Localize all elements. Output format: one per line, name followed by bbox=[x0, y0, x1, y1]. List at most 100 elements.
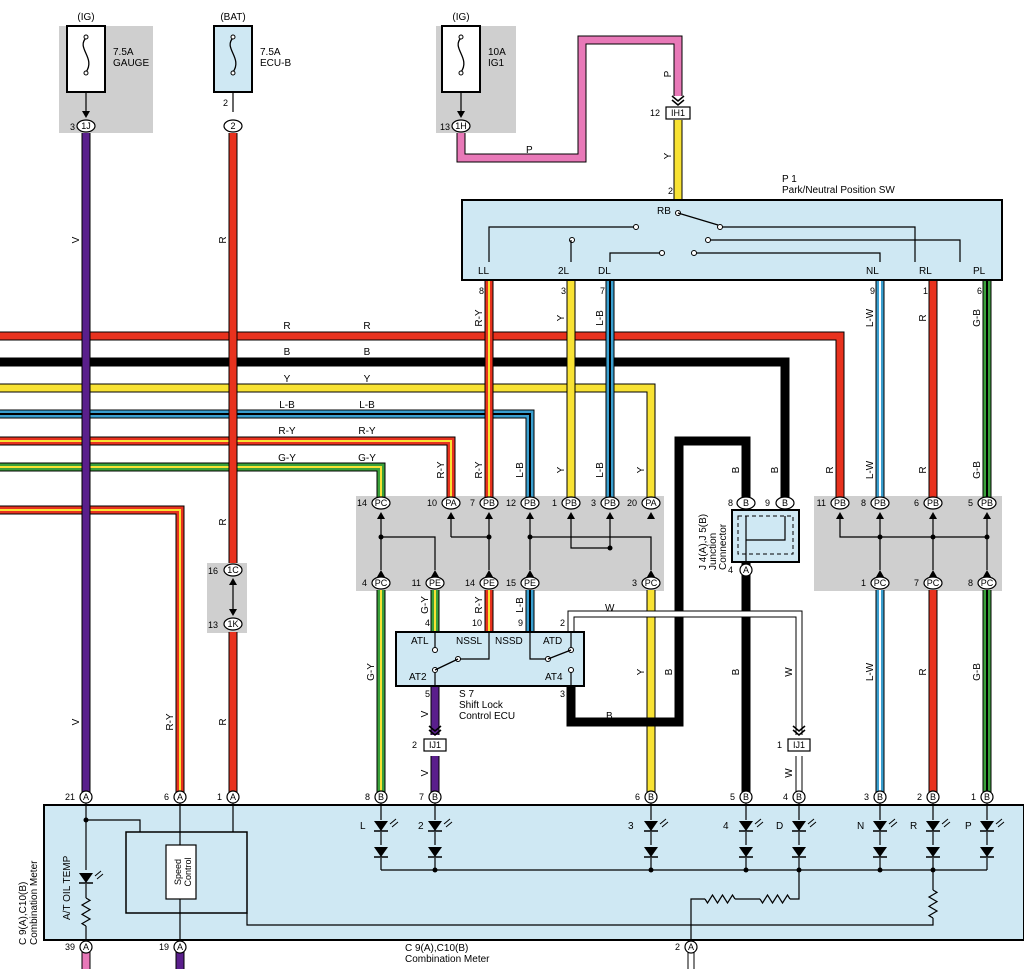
pin-number: 20 bbox=[627, 498, 637, 508]
pin-number: 7 bbox=[914, 578, 919, 588]
pin-number: 15 bbox=[506, 578, 516, 588]
pin-number: 3 bbox=[864, 792, 869, 802]
wire-core bbox=[568, 611, 802, 735]
wire-code: L-W bbox=[865, 308, 876, 327]
arrow-up-icon bbox=[377, 570, 385, 577]
diode-icon bbox=[739, 847, 753, 857]
circuit-line bbox=[690, 898, 705, 925]
switch-blade bbox=[677, 212, 719, 226]
wire-code: R bbox=[918, 466, 929, 473]
wire-code: L-B bbox=[515, 462, 526, 478]
indicator-label: 3 bbox=[628, 821, 634, 832]
pin-number: 9 bbox=[518, 618, 523, 628]
indicator-label: 2 bbox=[418, 821, 424, 832]
connector-label: PB bbox=[565, 498, 577, 508]
junction-dot bbox=[486, 534, 492, 540]
wire-code: B bbox=[364, 347, 371, 358]
wire-code: G-Y bbox=[278, 453, 296, 464]
wire-core bbox=[0, 358, 789, 503]
connector-label: B bbox=[743, 498, 749, 508]
pin-number: 1 bbox=[861, 578, 866, 588]
indicator-label: P bbox=[965, 821, 972, 832]
meter-pin-letter: B bbox=[743, 792, 749, 802]
wire-b-at4 bbox=[566, 436, 751, 727]
meter-pin-letter: A bbox=[83, 792, 89, 802]
wire-core bbox=[567, 437, 750, 726]
junction-pin bbox=[736, 496, 756, 510]
pin-number: 13 bbox=[208, 620, 218, 630]
wire-code: Y bbox=[364, 374, 371, 385]
junction-pin bbox=[923, 496, 943, 510]
pin-number: 19 bbox=[159, 942, 169, 952]
connector-label: PB bbox=[927, 498, 939, 508]
meter-pin bbox=[79, 940, 93, 954]
terminal-label: RL bbox=[919, 266, 932, 277]
pin-number: 5 bbox=[968, 498, 973, 508]
light-ray bbox=[659, 818, 667, 825]
wire-stripe bbox=[0, 440, 452, 503]
arrow-up-icon bbox=[485, 512, 493, 519]
pin-number: 9 bbox=[870, 286, 875, 296]
connector-label: PB bbox=[874, 498, 886, 508]
fuse bbox=[66, 25, 106, 112]
junction-pin bbox=[775, 496, 795, 510]
junction-pin bbox=[600, 496, 620, 510]
junction-pin bbox=[520, 496, 540, 510]
wire-code: R bbox=[825, 466, 836, 473]
wire-code: G-Y bbox=[420, 596, 431, 614]
light-ray bbox=[890, 821, 898, 828]
wire-ry-meter bbox=[0, 505, 185, 797]
wire-code: V bbox=[71, 718, 82, 725]
pin-number: 4 bbox=[362, 578, 367, 588]
circuit-line bbox=[609, 252, 660, 262]
wire-code: R bbox=[218, 718, 229, 725]
wire-code: Y bbox=[636, 668, 647, 675]
pin-number: 14 bbox=[465, 578, 475, 588]
pin-number: 1 bbox=[923, 286, 928, 296]
resistor-icon bbox=[80, 897, 92, 927]
chevron-down-icon bbox=[428, 725, 442, 732]
circuit-line bbox=[86, 819, 141, 832]
wire-code: P bbox=[663, 70, 674, 77]
bus-wire bbox=[0, 383, 656, 503]
meter-pin bbox=[684, 940, 698, 954]
chevron-down-icon bbox=[792, 729, 806, 736]
pin-number: 8 bbox=[861, 498, 866, 508]
fuse-end bbox=[230, 34, 236, 40]
wire-code: R-Y bbox=[358, 426, 376, 437]
fuse-icon bbox=[82, 37, 90, 73]
fuse-source: (BAT) bbox=[220, 12, 245, 23]
pin-number: 7 bbox=[600, 286, 605, 296]
splice-1k bbox=[223, 617, 243, 631]
wire-code: L-B bbox=[595, 310, 606, 326]
wire-code: R-Y bbox=[474, 596, 485, 614]
terminal-label: ATL bbox=[411, 636, 429, 647]
speed-control bbox=[165, 844, 197, 900]
junction-dot bbox=[607, 545, 613, 551]
wire-code: Y bbox=[284, 374, 291, 385]
connector-ih1 bbox=[665, 106, 691, 120]
arrow-up-icon bbox=[526, 570, 534, 577]
ecu-id: S 7 bbox=[459, 689, 474, 700]
pin-number: 5 bbox=[425, 689, 430, 699]
led-icon bbox=[873, 821, 887, 831]
connector-label: PB bbox=[524, 498, 536, 508]
bus-wire bbox=[0, 357, 790, 503]
light-ray bbox=[941, 818, 949, 825]
wire-code: R-Y bbox=[165, 713, 176, 731]
arrow-down-icon bbox=[82, 111, 90, 118]
pin-number: 8 bbox=[728, 498, 733, 508]
circuit-line bbox=[696, 252, 881, 262]
meter-pin-letter: B bbox=[378, 792, 384, 802]
chevron-down-icon bbox=[428, 729, 442, 736]
pin-number: 2 bbox=[223, 98, 228, 108]
ecu-name: Control ECU bbox=[459, 711, 515, 722]
wire-code: G-B bbox=[972, 663, 983, 681]
shift-lock-ecu bbox=[395, 631, 585, 687]
resistor-icon bbox=[759, 893, 791, 905]
terminal-label: ATD bbox=[543, 636, 562, 647]
meter-pin-letter: A bbox=[743, 565, 749, 575]
connector-ij1 bbox=[423, 738, 447, 752]
pin-number: 14 bbox=[357, 498, 367, 508]
meter-pin-letter: A bbox=[688, 942, 694, 952]
